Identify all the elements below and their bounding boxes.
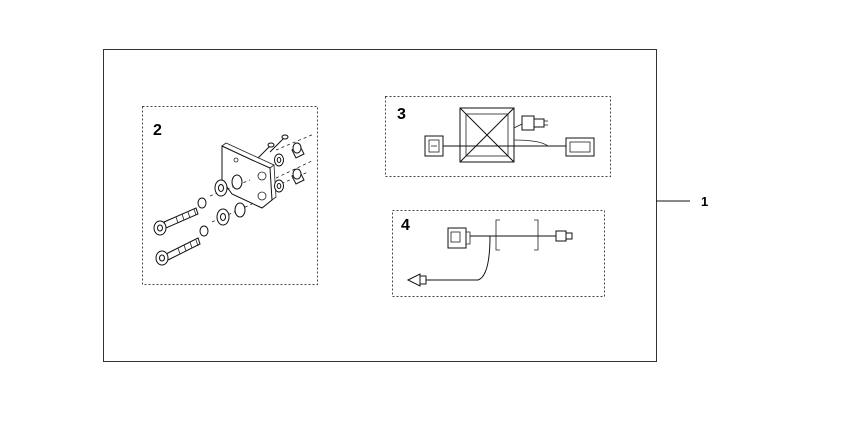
callout-1-label: 1 [701,194,708,209]
square-connector [447,227,471,249]
bullet-plug [555,230,573,242]
washer [274,153,284,193]
panel-harness-box: 3 [385,96,611,177]
panel-bracket-kit: 2 [142,106,318,285]
ring-terminal [406,273,427,287]
socket-bolt [153,207,201,266]
callout-3-label: 3 [397,106,406,123]
small-screw [257,134,289,159]
left-connector [424,135,444,157]
panel-wire-lead: 4 [392,210,605,297]
collar-nut [291,142,305,185]
rubber-washer [197,174,246,237]
right-connector [565,137,595,157]
top-plug [521,115,548,131]
control-box [459,107,515,163]
callout-2-label: 2 [153,122,162,139]
callout-4-label: 4 [401,217,410,234]
